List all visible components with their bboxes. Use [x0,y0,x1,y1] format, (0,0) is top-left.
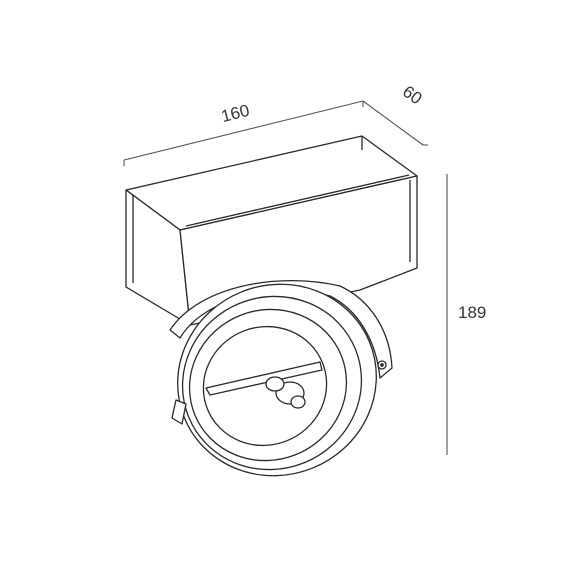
dimension-lines [123,100,448,455]
lamp-bulb-cap [290,395,306,409]
height-label: 189 [458,303,486,322]
reflector-ring [202,325,328,447]
box-inner-edge-top [185,174,410,227]
depth-label: 60 [399,82,425,108]
spotlight-head [169,280,393,477]
bracket-foot [171,399,187,425]
lamp-bulb-tip [265,376,285,392]
pivot-screw-center [380,363,384,367]
width-dimension-line [123,100,364,161]
depth-dimension-line [362,100,424,146]
lamp-cross-bar [205,361,323,396]
width-label: 160 [219,101,251,126]
